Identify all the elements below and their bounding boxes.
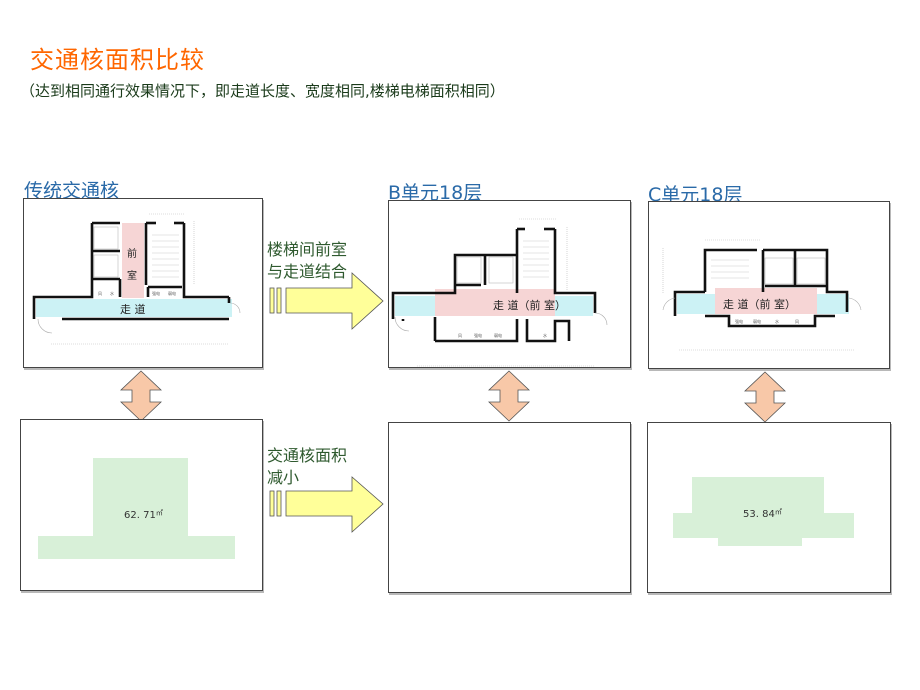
small-room-label: 强电 <box>152 290 160 296</box>
corridor-zone <box>817 294 849 314</box>
panel-label-unit-b: B单元18层 <box>388 182 483 204</box>
floor-plan-unit-b: 风 强电 弱电 水 走 道（前 室） <box>391 218 608 367</box>
stair-treads <box>523 240 549 278</box>
area-frame-unit-b <box>388 422 631 593</box>
front-room-label: 室 <box>127 269 137 282</box>
note-line: 与走道结合 <box>267 262 348 281</box>
small-room-label: 风 <box>795 319 799 324</box>
door-arc <box>662 297 676 311</box>
area-frame-traditional: 62. 71㎡ <box>20 419 263 591</box>
area-diagram-unit-c: 53. 84㎡ <box>673 477 854 546</box>
note-line: 楼梯间前室 <box>267 240 348 259</box>
area-frame-unit-c: 53. 84㎡ <box>647 422 891 593</box>
small-room-label: 强电 <box>735 318 743 324</box>
stair-treads <box>152 234 179 278</box>
corridor-zone <box>677 294 715 314</box>
front-room-zone <box>715 288 817 314</box>
area-shape <box>38 458 235 559</box>
corridor-zone <box>395 296 435 316</box>
small-room-label: 强电 <box>474 332 482 338</box>
page-title: 交通核面积比较 <box>30 46 205 74</box>
door-arc <box>229 302 241 314</box>
panel-label-unit-c: C单元18层 <box>648 184 743 206</box>
corridor-label: 走 道（前 室） <box>493 298 566 312</box>
door-arc <box>594 312 608 326</box>
area-diagram-traditional: 62. 71㎡ <box>38 458 235 559</box>
area-value: 53. 84㎡ <box>743 508 782 520</box>
area-shape <box>673 477 854 546</box>
front-room-zone <box>122 223 144 298</box>
walls <box>32 221 231 321</box>
corridor-zone <box>36 299 232 317</box>
small-room-label: 水 <box>110 290 114 296</box>
double-arrow-icon <box>487 370 531 422</box>
small-room-label: 风 <box>458 333 462 338</box>
door-arc <box>37 318 53 334</box>
walls <box>391 227 597 343</box>
stair-treads <box>711 259 749 279</box>
corridor-label: 走 道（前 室） <box>723 297 796 311</box>
small-room-label: 水 <box>775 318 779 324</box>
small-room-label: 弱电 <box>168 290 176 296</box>
double-arrow-icon <box>743 371 787 423</box>
corridor-zone <box>555 296 593 316</box>
plan-frame-traditional: 风 水 强电 弱电 前 室 走 道 <box>23 198 263 368</box>
note-line: 交通核面积 <box>267 446 348 465</box>
note-line: 减小 <box>267 468 300 487</box>
right-arrow-icon <box>269 272 384 330</box>
door-arc <box>394 316 410 332</box>
plan-frame-unit-b: 风 强电 弱电 水 走 道（前 室） <box>388 200 631 368</box>
small-room-label: 水 <box>543 332 547 338</box>
floor-plan-unit-c: 强电 弱电 水 风 走 道（前 室） <box>662 239 862 351</box>
corridor-label: 走 道 <box>120 302 146 316</box>
small-room-label: 弱电 <box>494 332 502 338</box>
elevator-1 <box>764 257 794 285</box>
walls <box>673 248 849 328</box>
elevator-2 <box>93 254 119 278</box>
small-room-label: 弱电 <box>753 318 761 324</box>
elevator-2 <box>488 256 514 284</box>
elevator-2 <box>796 257 826 285</box>
panel-label-traditional: 传统交通核 <box>24 180 120 202</box>
page-subtitle: （达到相同通行效果情况下，即走道长度、宽度相同,楼梯电梯面积相同） <box>20 82 505 100</box>
note-area-reduced: 交通核面积 减小 <box>267 445 347 489</box>
note-combine-front-room: 楼梯间前室 与走道结合 <box>267 239 347 283</box>
area-value: 62. 71㎡ <box>124 509 163 521</box>
elevator-1 <box>456 256 482 284</box>
door-arc <box>848 297 862 311</box>
floor-plan-traditional: 风 水 强电 弱电 前 室 走 道 <box>32 213 241 345</box>
plan-frame-unit-c: 强电 弱电 水 风 走 道（前 室） <box>648 201 890 369</box>
double-arrow-icon <box>119 370 163 422</box>
elevator-1 <box>93 226 119 250</box>
small-room-label: 风 <box>98 291 102 296</box>
front-room-label: 前 <box>127 247 137 260</box>
right-arrow-icon <box>269 476 384 533</box>
